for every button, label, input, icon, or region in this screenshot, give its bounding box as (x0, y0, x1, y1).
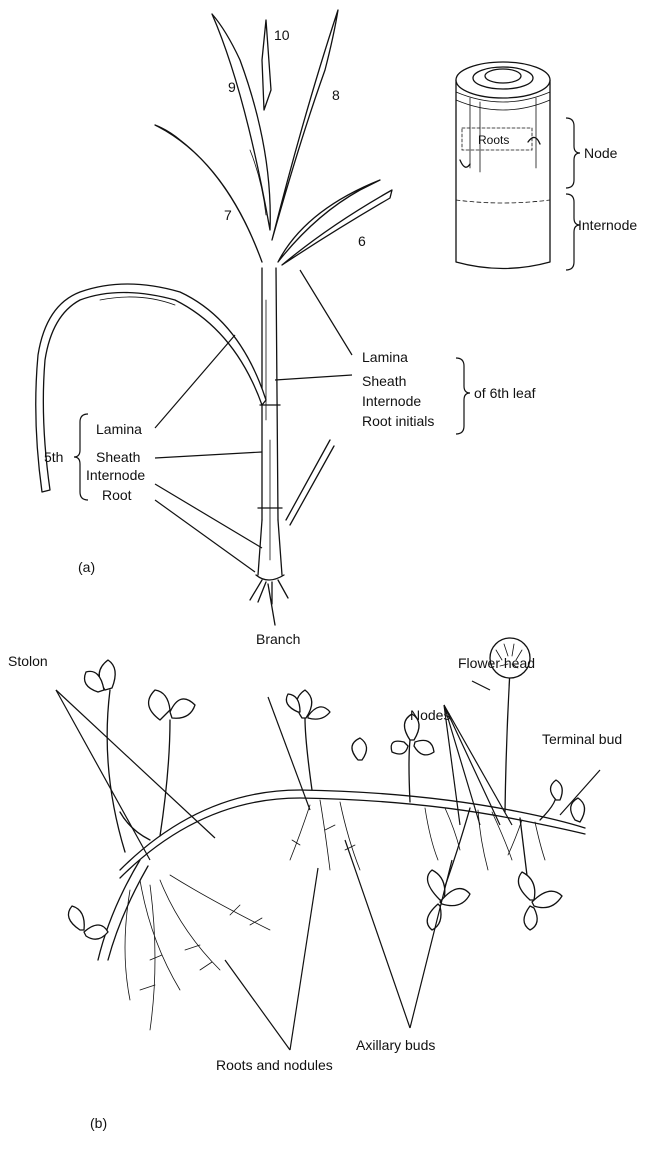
leaf-number-9: 9 (228, 79, 236, 95)
node-cross-section (456, 62, 550, 269)
fifth-leaf-group-label: 5th (44, 449, 63, 465)
leaf-number-6: 6 (358, 233, 366, 249)
roots-label: Roots (478, 133, 509, 147)
roots-and-nodules-label: Roots and nodules (216, 1057, 333, 1073)
sixth-leaf-brace (456, 358, 470, 434)
panel-a-caption: (a) (78, 559, 95, 575)
leaf-number-7: 7 (224, 207, 232, 223)
leaf-number-8: 8 (332, 87, 340, 103)
fifth-root-label: Root (102, 487, 132, 503)
fifth-sheath-label: Sheath (96, 449, 140, 465)
clover-stolon-drawing (68, 638, 585, 1030)
stolon-label: Stolon (8, 653, 48, 669)
leaf-number-10: 10 (274, 27, 290, 43)
node-brace (566, 118, 580, 188)
fifth-internode-label: Internode (86, 467, 145, 483)
nodes-label: Nodes (410, 707, 450, 723)
sixth-root-initials-label: Root initials (362, 413, 434, 429)
terminal-bud-label: Terminal bud (542, 731, 622, 747)
panel-b-leaders (56, 681, 600, 1050)
panel-a-leaders (155, 270, 352, 572)
node-label: Node (584, 145, 618, 161)
branch-label: Branch (256, 631, 300, 647)
internode-label: Internode (578, 217, 637, 233)
fifth-lamina-label: Lamina (96, 421, 142, 437)
sixth-leaf-group-label: of 6th leaf (474, 385, 536, 401)
panel-b-caption: (b) (90, 1115, 107, 1131)
fifth-leaf-brace (74, 414, 88, 500)
sixth-sheath-label: Sheath (362, 373, 406, 389)
sixth-internode-label: Internode (362, 393, 421, 409)
flower-head-label: Flower head (458, 655, 535, 671)
axillary-buds-label: Axillary buds (356, 1037, 435, 1053)
sixth-lamina-label: Lamina (362, 349, 408, 365)
